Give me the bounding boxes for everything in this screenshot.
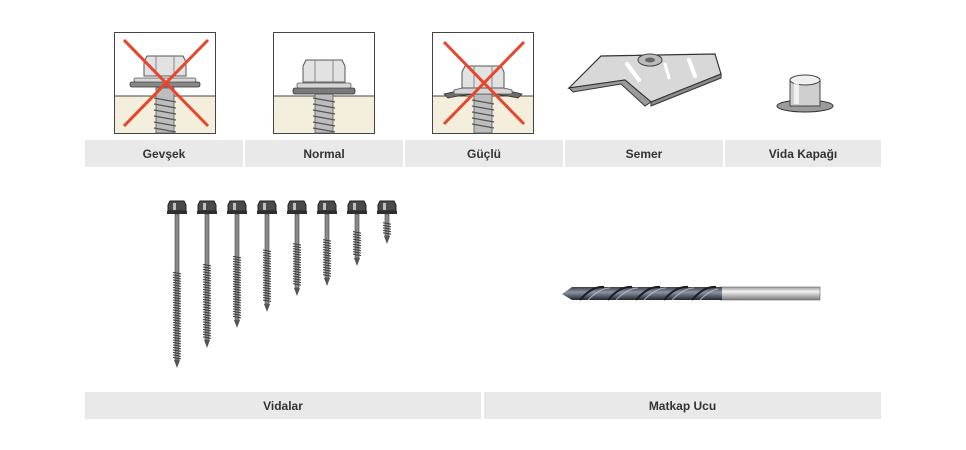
screw-tight-icon bbox=[432, 32, 534, 134]
label-loose: Gevşek bbox=[85, 140, 243, 167]
screw-normal-icon bbox=[273, 32, 375, 134]
label-drill-bit: Matkap Ucu bbox=[484, 392, 881, 419]
screw bbox=[347, 200, 367, 266]
screw-cap-icon bbox=[776, 74, 834, 113]
screw-loose-icon bbox=[114, 32, 216, 134]
screws-icon bbox=[167, 200, 397, 368]
label-saddle: Semer bbox=[565, 140, 723, 167]
drill-bit-icon bbox=[562, 285, 821, 301]
screw bbox=[377, 200, 397, 244]
label-screws: Vidalar bbox=[85, 392, 481, 419]
screw bbox=[317, 200, 337, 286]
screw bbox=[257, 200, 277, 312]
label-tight: Güçlü bbox=[405, 140, 563, 167]
screw bbox=[167, 200, 187, 368]
saddle-washer-icon bbox=[567, 53, 722, 107]
label-screw-cap: Vida Kapağı bbox=[725, 140, 881, 167]
screw bbox=[227, 200, 247, 328]
screw bbox=[197, 200, 217, 348]
screw bbox=[287, 200, 307, 296]
label-normal: Normal bbox=[245, 140, 403, 167]
